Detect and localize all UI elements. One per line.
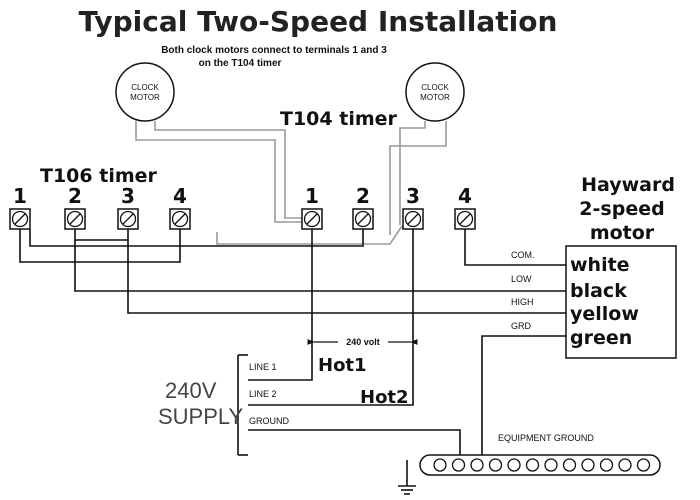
lead-tag: GRD (511, 321, 532, 331)
lead-color: yellow (570, 303, 639, 325)
t106-terminal-number: 3 (121, 184, 135, 208)
t104-terminal-number: 4 (458, 184, 472, 208)
t106-screw-2 (64, 208, 86, 230)
svg-text:CLOCK: CLOCK (421, 83, 449, 92)
t104-terminal-number: 2 (356, 184, 370, 208)
bus-screw (544, 458, 558, 472)
motor-label-1: Hayward (581, 174, 675, 196)
clock-motor-left: CLOCK MOTOR (115, 62, 175, 122)
t104-label: T104 timer (280, 108, 398, 130)
t106-screw-1 (9, 208, 31, 230)
lead-tag: COM. (511, 250, 535, 260)
lead-tag: LOW (511, 274, 532, 284)
t104-screw-4 (454, 208, 476, 230)
note-line-2: on the T104 timer (199, 58, 282, 69)
t106-terminals: 1 2 3 4 (9, 184, 191, 230)
note-line-1: Both clock motors connect to terminals 1… (161, 45, 387, 56)
bus-screw (488, 458, 503, 472)
page-title: Typical Two-Speed Installation (79, 5, 558, 38)
t106-terminal-number: 1 (13, 184, 27, 208)
equipment-ground-label: EQUIPMENT GROUND (498, 433, 594, 443)
bus-screw (451, 458, 466, 472)
lead-tag: HIGH (511, 297, 534, 307)
bus-screw (562, 458, 577, 472)
bus-screw (618, 458, 632, 472)
t106-terminal-number: 4 (173, 184, 187, 208)
hot2-label: Hot2 (360, 387, 409, 408)
bus-screw (507, 458, 521, 472)
bus-screw (525, 458, 540, 472)
bus-screw (470, 458, 484, 472)
t104-screw-3 (402, 208, 424, 230)
motor-leads: COM. LOW HIGH GRD white black yellow gre… (511, 250, 639, 349)
supply-ground-label: GROUND (249, 416, 289, 426)
voltage-indicator: 240 volt (307, 335, 418, 349)
clock-motor-right: CLOCK MOTOR (405, 62, 465, 122)
supply-line-2-label: LINE 2 (249, 389, 277, 399)
black-wires (19, 229, 566, 495)
t106-screw-3 (117, 208, 139, 230)
svg-text:CLOCK: CLOCK (131, 83, 159, 92)
bus-screw (433, 458, 447, 472)
supply-voltage: 240V (165, 378, 217, 403)
supply-line-1-label: LINE 1 (249, 362, 277, 372)
t104-terminals: 1 2 3 4 (301, 184, 476, 230)
clock-motor-wires (135, 121, 447, 245)
hayward-motor: Hayward 2-speed motor (565, 174, 677, 359)
t104-screw-2 (352, 208, 374, 230)
bus-screw (636, 458, 651, 472)
t104-screw-1 (301, 208, 323, 230)
motor-label-3: motor (590, 222, 655, 244)
ground-bus-bar (419, 454, 661, 476)
svg-text:240 volt: 240 volt (346, 337, 380, 347)
lead-color: white (570, 254, 630, 276)
lead-color: green (570, 327, 632, 349)
t106-terminal-number: 2 (68, 184, 82, 208)
svg-text:MOTOR: MOTOR (420, 93, 450, 102)
motor-label-2: 2-speed (579, 198, 664, 220)
supply-title: SUPPLY (158, 404, 244, 429)
t106-label: T106 timer (40, 165, 158, 187)
t106-screw-4 (169, 208, 191, 230)
bus-screw (581, 458, 595, 472)
t104-terminal-number: 1 (305, 184, 319, 208)
hot1-label: Hot1 (318, 355, 367, 376)
svg-text:MOTOR: MOTOR (130, 93, 160, 102)
bus-screw (599, 458, 614, 472)
lead-color: black (570, 280, 627, 302)
t104-terminal-number: 3 (406, 184, 420, 208)
